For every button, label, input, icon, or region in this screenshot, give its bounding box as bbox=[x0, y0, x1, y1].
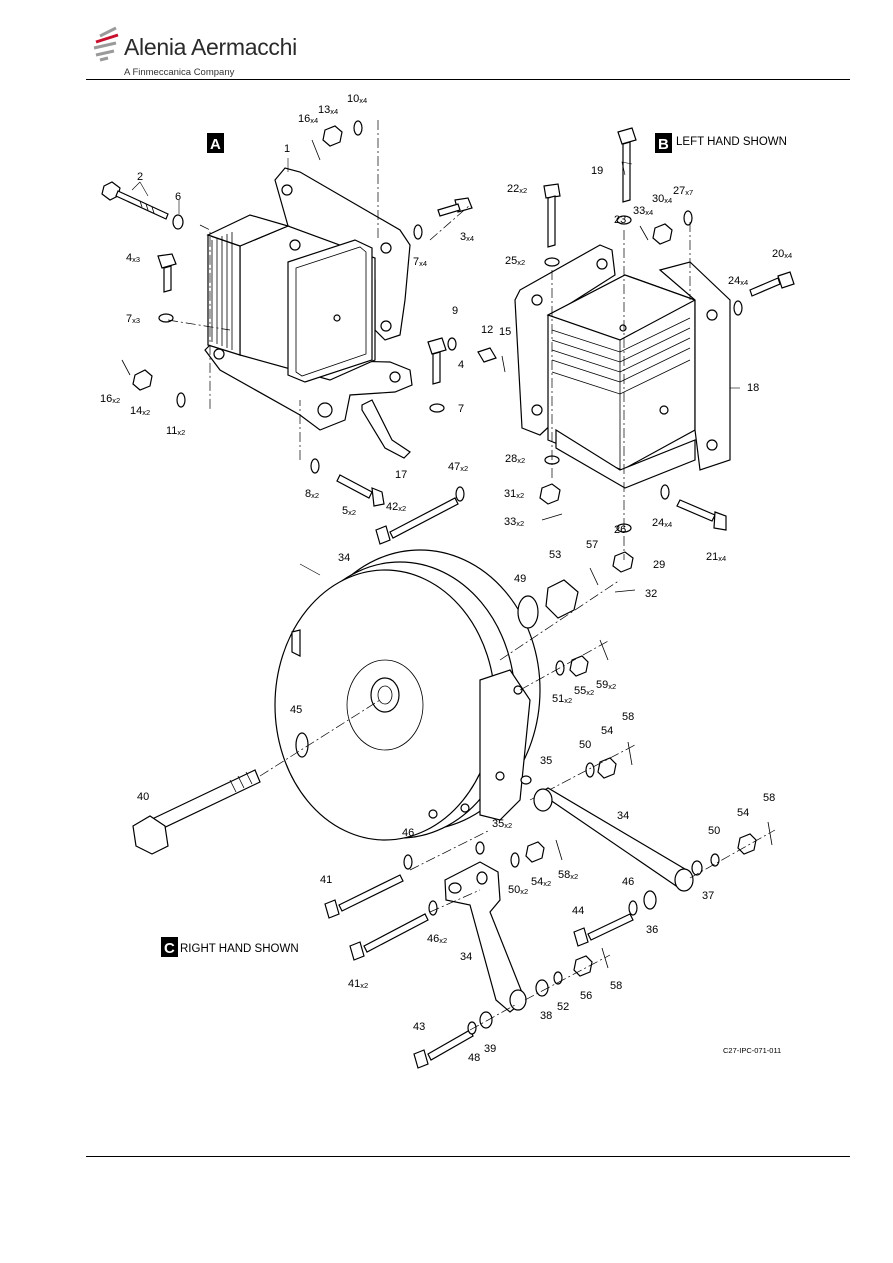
callout-39: 39 bbox=[484, 1043, 496, 1055]
callout-46: 46 bbox=[402, 827, 414, 839]
view-b-tag: B LEFT HAND SHOWN bbox=[655, 133, 787, 153]
alenia-logo-icon bbox=[93, 26, 119, 62]
brand-subtitle: A Finmeccanica Company bbox=[124, 67, 235, 78]
svg-text:B: B bbox=[658, 136, 669, 153]
callout-50: 50 bbox=[708, 825, 720, 837]
callout-22: 22x2 bbox=[507, 183, 527, 195]
callout-53: 53 bbox=[549, 549, 561, 561]
callout-58: 58 bbox=[610, 980, 622, 992]
callout-8: 8x2 bbox=[305, 488, 319, 500]
callout-43: 43 bbox=[413, 1021, 425, 1033]
callout-20: 20x4 bbox=[772, 248, 792, 260]
callout-24: 24x4 bbox=[652, 517, 672, 529]
callout-34: 34 bbox=[460, 951, 472, 963]
callout-6: 6 bbox=[175, 191, 181, 203]
callout-52: 52 bbox=[557, 1001, 569, 1013]
svg-text:C: C bbox=[164, 940, 175, 957]
callout-54: 54 bbox=[601, 725, 613, 737]
view-a-tag: A bbox=[207, 133, 224, 153]
callout-7: 7x3 bbox=[126, 313, 140, 325]
page-header: Alenia Aermacchi A Finmeccanica Company bbox=[0, 0, 893, 82]
callout-16: 16x2 bbox=[100, 393, 120, 405]
callout-40: 40 bbox=[137, 791, 149, 803]
callout-59: 59x2 bbox=[596, 679, 616, 691]
view-c-tag: C RIGHT HAND SHOWN bbox=[161, 937, 299, 957]
callout-41: 41 bbox=[320, 874, 332, 886]
callout-11: 11x2 bbox=[166, 425, 185, 437]
callout-35: 35x2 bbox=[492, 818, 512, 830]
callout-3: 3x4 bbox=[460, 231, 474, 243]
callout-33: 33x2 bbox=[504, 516, 524, 528]
callout-13: 13x4 bbox=[318, 104, 338, 116]
callout-27: 27x7 bbox=[673, 185, 693, 197]
callout-30: 30x4 bbox=[652, 193, 672, 205]
callout-12: 12 bbox=[481, 324, 493, 336]
callout-50: 50x2 bbox=[508, 884, 528, 896]
callout-21: 21x4 bbox=[706, 551, 726, 563]
callout-7: 7x4 bbox=[413, 256, 427, 268]
callout-55: 55x2 bbox=[574, 685, 594, 697]
callout-58: 58 bbox=[622, 711, 634, 723]
callout-29: 29 bbox=[653, 559, 665, 571]
callout-19: 19 bbox=[591, 165, 603, 177]
callout-46: 46 bbox=[622, 876, 634, 888]
callout-56: 56 bbox=[580, 990, 592, 1002]
callout-47: 47x2 bbox=[448, 461, 468, 473]
callout-38: 38 bbox=[540, 1010, 552, 1022]
svg-text:A: A bbox=[210, 136, 221, 153]
callout-15: 15 bbox=[499, 326, 511, 338]
callout-58: 58x2 bbox=[558, 869, 578, 881]
callout-54: 54x2 bbox=[531, 876, 551, 888]
callout-7: 7 bbox=[458, 403, 464, 415]
callout-25: 25x2 bbox=[505, 255, 525, 267]
callout-1: 1 bbox=[284, 143, 290, 155]
callout-32: 32 bbox=[645, 588, 657, 600]
callout-24: 24x4 bbox=[728, 275, 748, 287]
callout-33: 33x4 bbox=[633, 205, 653, 217]
brand-name: Alenia Aermacchi bbox=[124, 34, 297, 60]
callout-17: 17 bbox=[395, 469, 407, 481]
callout-49: 49 bbox=[514, 573, 526, 585]
view-a-bracket-assembly bbox=[101, 120, 506, 507]
callout-42: 42x2 bbox=[386, 501, 406, 513]
callout-23: 23 bbox=[614, 214, 626, 226]
footer-rule bbox=[86, 1156, 850, 1157]
callout-9: 9 bbox=[452, 305, 458, 317]
callout-28: 28x2 bbox=[505, 453, 525, 465]
callout-48: 48 bbox=[468, 1052, 480, 1064]
callout-36: 36 bbox=[646, 924, 658, 936]
callout-51: 51x2 bbox=[552, 693, 572, 705]
callout-46: 46x2 bbox=[427, 933, 447, 945]
callout-35: 35 bbox=[540, 755, 552, 767]
callout-58: 58 bbox=[763, 792, 775, 804]
callout-26: 26 bbox=[614, 524, 626, 536]
view-c-drum-assembly bbox=[132, 486, 776, 1069]
callout-10: 10x4 bbox=[347, 93, 367, 105]
callout-4: 4x3 bbox=[126, 252, 140, 264]
callout-14: 14x2 bbox=[130, 405, 150, 417]
view-b-bracket-assembly bbox=[514, 127, 795, 593]
callout-34: 34 bbox=[338, 552, 350, 564]
view-c-caption: RIGHT HAND SHOWN bbox=[180, 943, 299, 955]
callout-41: 41x2 bbox=[348, 978, 368, 990]
callout-4: 4 bbox=[458, 359, 464, 371]
callout-31: 31x2 bbox=[504, 488, 524, 500]
callout-50: 50 bbox=[579, 739, 591, 751]
callout-45: 45 bbox=[290, 704, 302, 716]
leader-lines bbox=[131, 158, 740, 576]
drawing-reference: C27-IPC-071-011 bbox=[723, 1046, 781, 1055]
callout-18: 18 bbox=[747, 382, 759, 394]
callout-34: 34 bbox=[617, 810, 629, 822]
callout-2: 2 bbox=[137, 171, 143, 183]
callout-37: 37 bbox=[702, 890, 714, 902]
callout-54: 54 bbox=[737, 807, 749, 819]
callout-57: 57 bbox=[586, 539, 598, 551]
callout-5: 5x2 bbox=[342, 505, 356, 517]
callout-44: 44 bbox=[572, 905, 584, 917]
callout-16: 16x4 bbox=[298, 113, 318, 125]
view-b-caption: LEFT HAND SHOWN bbox=[676, 136, 787, 148]
header-rule bbox=[86, 79, 850, 80]
